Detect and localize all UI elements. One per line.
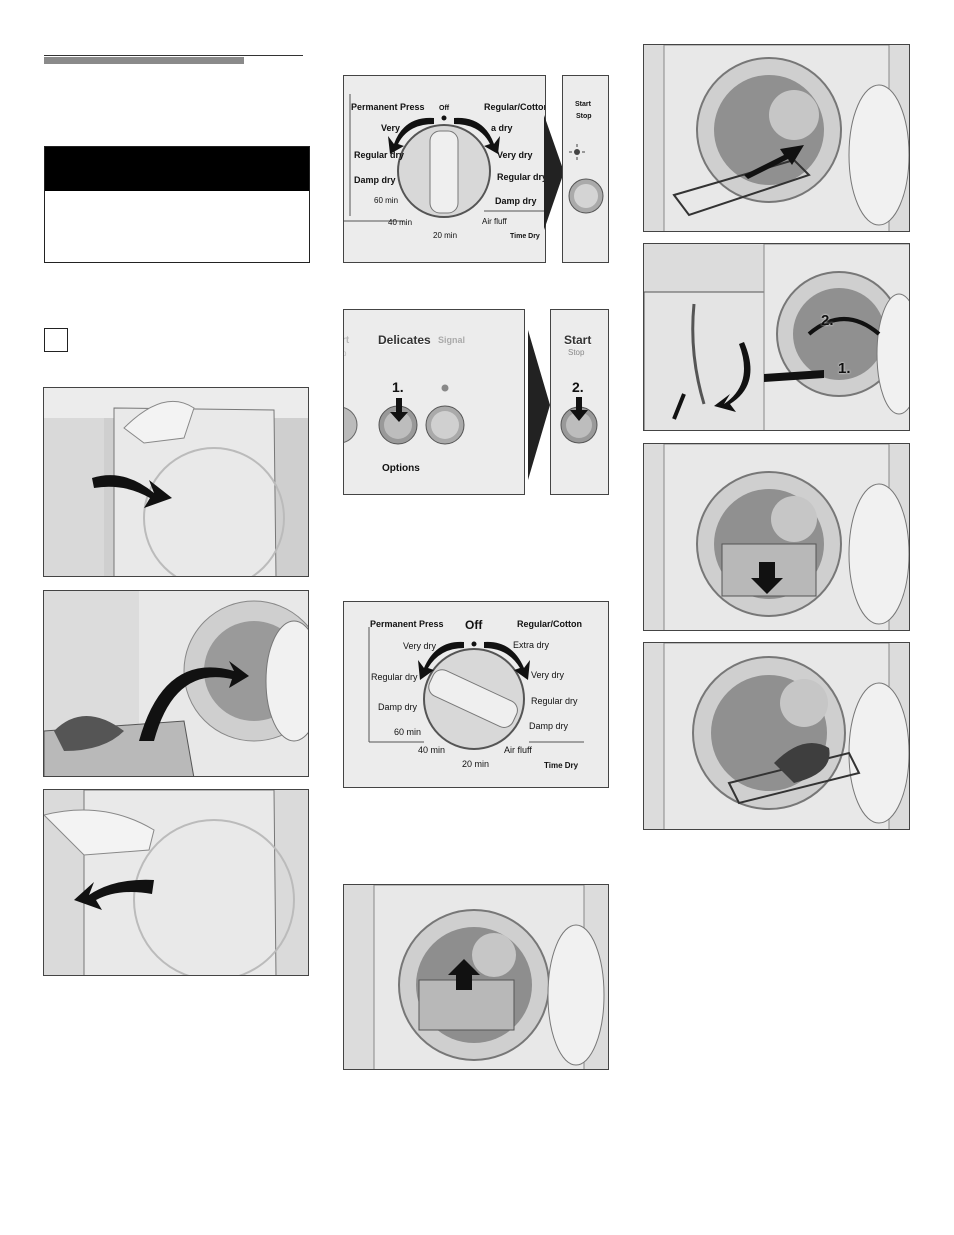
dial-panel-large: Permanent Press Off Regular/Cotton Very … — [343, 601, 609, 788]
illustration-load-laundry — [43, 590, 309, 777]
label-step-2-rack: 2. — [821, 312, 834, 329]
label-stop-2: Stop — [568, 348, 585, 357]
notice-header — [45, 147, 309, 191]
illustration-rack-lock: 2. 1. — [643, 243, 910, 431]
arrow-right-icon — [544, 115, 564, 230]
label-20-min-lg: 20 min — [462, 759, 490, 769]
label-regular-cotton: Regular/Cotton — [484, 102, 546, 112]
label-permanent-press-lg: Permanent Press — [370, 619, 444, 629]
label-damp-dry-right-lg: Damp dry — [529, 721, 569, 731]
label-damp-dry-left: Damp dry — [354, 175, 396, 185]
start-stop-panel-2: Start Stop 2. — [550, 309, 609, 495]
label-regular-dry-right: Regular dry — [497, 172, 546, 182]
label-very-dry-left: Very — [381, 123, 401, 133]
label-60-min-lg: 60 min — [394, 727, 422, 737]
arrow-right-icon-2 — [528, 330, 550, 480]
label-delicates: Delicates — [378, 333, 431, 347]
label-step-1: 1. — [392, 379, 404, 395]
label-off-lg: Off — [465, 618, 483, 632]
section-bar — [44, 57, 244, 64]
options-panel: rt p Delicates Signal 1. Options — [343, 309, 525, 495]
label-20-min: 20 min — [433, 231, 458, 240]
label-40-min-lg: 40 min — [418, 745, 446, 755]
label-start-cut: rt — [344, 335, 350, 346]
dial-panel-small: Permanent Press Off Regular/Cotton Very … — [343, 75, 546, 263]
label-stop-cut: p — [344, 349, 346, 358]
label-60-min: 60 min — [374, 196, 399, 205]
illustration-filter-remove — [643, 443, 910, 631]
section-rule — [44, 55, 303, 56]
label-regular-dry-left-lg: Regular dry — [371, 672, 418, 682]
step-checkbox — [44, 328, 68, 352]
label-regular-dry-left: Regular dry — [354, 150, 405, 160]
label-step-1-rack: 1. — [838, 360, 851, 377]
label-very-dry-right: Very dry — [497, 150, 533, 160]
label-options: Options — [382, 463, 420, 474]
label-time-dry-lg: Time Dry — [544, 761, 579, 770]
label-air-fluff: Air fluff — [482, 217, 507, 226]
illustration-shoes-on-rack — [643, 642, 910, 830]
label-regular-dry-right-lg: Regular dry — [531, 696, 578, 706]
label-time-dry: Time Dry — [510, 233, 540, 240]
label-extra-dry: a dry — [491, 123, 513, 133]
label-permanent-press: Permanent Press — [351, 102, 425, 112]
label-air-fluff-lg: Air fluff — [504, 745, 532, 755]
label-40-min: 40 min — [388, 218, 413, 227]
label-extra-dry-lg: Extra dry — [513, 640, 550, 650]
label-very-dry-right-lg: Very dry — [531, 670, 565, 680]
start-stop-panel: Start Stop — [562, 75, 609, 263]
label-damp-dry-right: Damp dry — [495, 196, 537, 206]
label-very-dry-left-lg: Very dry — [403, 641, 437, 651]
label-damp-dry-left-lg: Damp dry — [378, 702, 418, 712]
label-signal: Signal — [438, 335, 466, 345]
illustration-close-door — [43, 789, 309, 976]
illustration-open-door — [43, 387, 309, 577]
label-off: Off — [439, 105, 450, 112]
illustration-filter-insert — [343, 884, 609, 1070]
label-stop: Stop — [576, 113, 592, 120]
notice-box — [44, 146, 310, 263]
label-start: Start — [575, 101, 591, 108]
label-regular-cotton-lg: Regular/Cotton — [517, 619, 582, 629]
label-step-2: 2. — [572, 379, 584, 395]
label-start-2: Start — [564, 333, 592, 347]
illustration-rack-insert — [643, 44, 910, 232]
